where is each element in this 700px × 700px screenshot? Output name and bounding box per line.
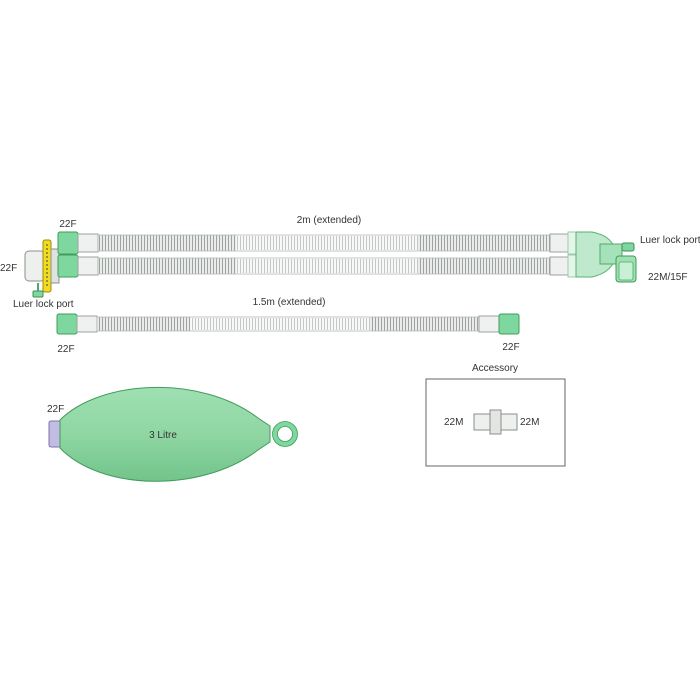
reservoir-bag: 22F 3 Litre — [47, 387, 298, 482]
tube2-left-cuff-label: 22F — [57, 344, 74, 355]
bag-connector-label: 22F — [47, 404, 64, 415]
cuff-upper-right — [567, 231, 577, 255]
luer-lock-port-right — [621, 242, 635, 252]
tube-2m-label: 2m (extended) — [297, 215, 361, 226]
cuff-lower-right — [567, 254, 577, 278]
connector-22m-22m — [473, 409, 518, 435]
cuff-lower-left — [57, 254, 79, 278]
tube-15m-label: 1.5m (extended) — [253, 297, 326, 308]
accessory-title: Accessory — [472, 363, 518, 374]
tube2-right-cuff-label: 22F — [502, 342, 519, 353]
filter-connector-label: 22F — [0, 263, 17, 274]
left-luer-label: Luer lock port — [13, 299, 74, 310]
elbow-label: 22M/15F — [648, 272, 687, 283]
bag-hanging-loop — [272, 421, 298, 447]
tube-upper — [97, 234, 551, 252]
tube-1-5m-assembly: 1.5m (extended) 22F 22F — [56, 297, 520, 355]
left-cuff-label: 22F — [59, 219, 76, 230]
accessory-panel: Accessory 22M 22M — [425, 363, 566, 467]
accessory-right-label: 22M — [520, 417, 539, 428]
tube-lower — [97, 257, 551, 275]
tube2-cuff-left — [56, 313, 78, 335]
tube-2m-assembly: 2m (extended) 22F 22F Luer lock port Lue… — [0, 215, 700, 310]
filter-connector — [24, 239, 60, 293]
cuff-upper-left — [57, 231, 79, 255]
right-luer-label: Luer lock port — [640, 235, 700, 246]
elbow-connector — [615, 255, 637, 283]
tube2-cuff-right — [498, 313, 520, 335]
y-piece — [575, 231, 623, 278]
luer-lock-port-left — [32, 283, 44, 298]
bag-volume-label: 3 Litre — [149, 430, 177, 441]
accessory-left-label: 22M — [444, 417, 463, 428]
bag-connector — [48, 420, 62, 448]
